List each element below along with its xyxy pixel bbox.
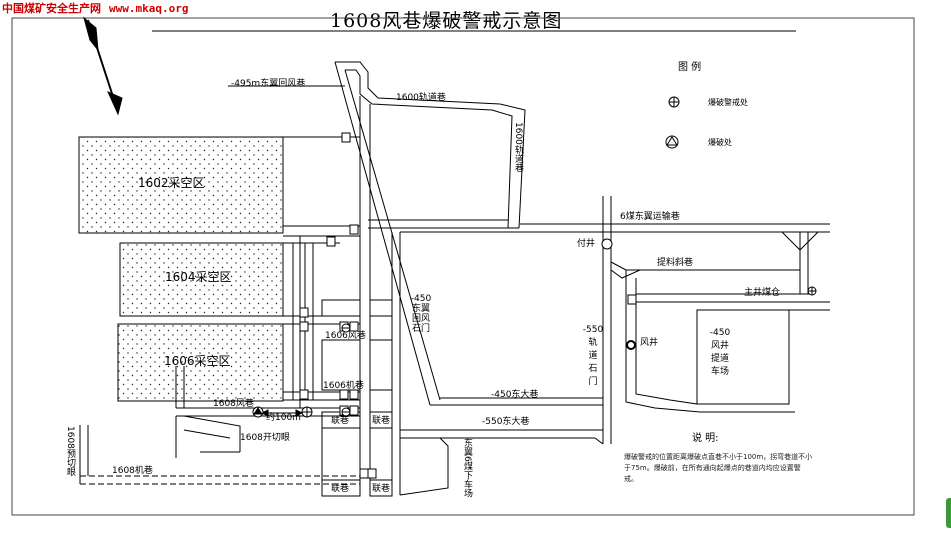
legend-blast-label: 爆破处 — [708, 138, 732, 147]
distance-label: 约100m — [266, 413, 301, 423]
goaf-1604 — [119, 242, 284, 317]
vent-shaft-label: 风井 — [640, 338, 659, 348]
blast-guard-circles — [301, 286, 817, 418]
main-shaft-bunker-label: 主井煤仓 — [744, 288, 781, 298]
goaf-1606 — [117, 323, 284, 402]
legend-heading: 图 例 — [678, 62, 702, 73]
watermark: 中国煤矿安全生产网 www.mkaq.org — [2, 0, 188, 16]
dock-450-line3: 提道 — [710, 354, 729, 364]
map-frame — [11, 17, 915, 516]
return-450-label: -450 东翼 回风 石门 — [408, 294, 434, 334]
explanation-heading: 说 明: — [692, 433, 719, 444]
return-450-line4: 石门 — [411, 324, 430, 334]
material-incline-label: 提料斜巷 — [657, 258, 694, 268]
return-450-line3: 回风 — [411, 314, 430, 324]
east-550-label: -550东大巷 — [482, 417, 530, 427]
rail-550-line2: 轨 — [588, 338, 598, 348]
diagram-title: 1608风巷爆破警戒示意图 — [330, 10, 563, 32]
goaf-1602-label: 1602采空区 — [138, 176, 205, 190]
east-450-label: -450东大巷 — [491, 390, 539, 400]
coal6-haul-label: 6煤东翼运输巷 — [620, 212, 680, 222]
side-tab[interactable] — [946, 498, 951, 528]
watermark-site: 中国煤矿安全生产网 — [2, 2, 101, 15]
blast-site-marker — [252, 406, 264, 418]
goaf-1602 — [78, 136, 284, 234]
link-road-a: 联巷 — [331, 416, 350, 426]
rail-550-line3: 道 — [588, 351, 598, 361]
reserve-1608-label: 1608预切眼 — [65, 426, 75, 476]
dock-450-label: -450 风井 提道 车场 — [706, 328, 734, 377]
north-arrow-icon — [83, 16, 123, 116]
rail-550-line1: -550 — [582, 325, 604, 335]
goaf-1606-label: 1606采空区 — [164, 354, 231, 368]
link-road-b: 联巷 — [372, 416, 391, 426]
rail-550-label: -550 轨 道 石 门 — [580, 325, 606, 387]
tunnel-network — [79, 61, 830, 497]
distance-arrow — [260, 409, 304, 417]
air-1606-label: 1606风巷 — [325, 331, 366, 341]
track-1600-right-label: 1600轨道巷 — [513, 122, 523, 172]
machine-1606-label: 1606机巷 — [323, 381, 364, 391]
link-road-c: 联巷 — [331, 484, 350, 494]
legend-guard-label: 爆破警戒处 — [708, 98, 748, 107]
rail-550-line4: 石 — [588, 364, 598, 374]
watermark-url: www.mkaq.org — [109, 2, 189, 15]
air-1608-label: 1608风巷 — [213, 399, 254, 409]
machine-1608-label: 1608机巷 — [112, 466, 153, 476]
link-road-d: 联巷 — [372, 484, 391, 494]
cut-1608-label: 1608开切眼 — [240, 433, 290, 443]
return-450-line1: -450 — [410, 294, 432, 304]
dock-450-line4: 车场 — [710, 367, 729, 377]
return-495-label: -495m东翼回风巷 — [231, 79, 306, 89]
rail-550-line5: 门 — [588, 377, 598, 387]
goaf-1604-label: 1604采空区 — [165, 270, 232, 284]
dock-450-line1: -450 — [709, 328, 731, 338]
blast-guard-markers — [299, 132, 637, 479]
track-1600-top-label: 1600轨道巷 — [396, 93, 446, 103]
blast-guard-point-icon — [668, 96, 680, 108]
aux-shaft-icon — [601, 238, 613, 250]
return-450-line2: 东翼 — [411, 304, 430, 314]
blast-site-icon — [665, 135, 679, 149]
east6-down-label: 东翼6煤下车场 — [462, 438, 472, 498]
vent-shaft-icon — [626, 340, 636, 350]
dock-450-line2: 风井 — [710, 341, 729, 351]
explanation-text: 爆破警戒的位置距离爆破点直巷不小于100m，拐弯巷道不小于75m。爆破前，在所有… — [624, 453, 813, 483]
aux-shaft-label: 付井 — [577, 239, 596, 249]
